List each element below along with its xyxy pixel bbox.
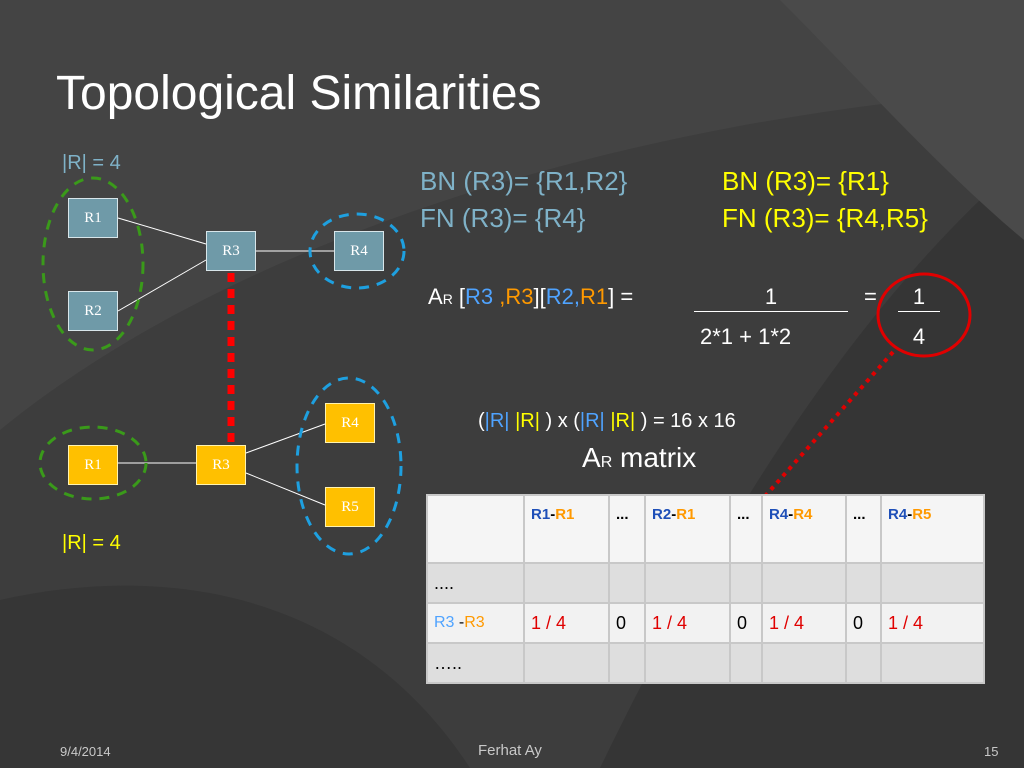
fn-right: FN (R3)= {R4,R5} xyxy=(722,203,928,233)
cell-r3r3-r2r1: 1 / 4 xyxy=(644,602,731,644)
formula-a: A xyxy=(428,284,443,309)
formula-open: [ xyxy=(452,284,466,309)
formula-equals: = xyxy=(864,284,877,309)
footer-page-number: 15 xyxy=(984,744,999,759)
bottom-node-r5: R5 xyxy=(325,487,375,527)
ms-p3: ) = 16 x 16 xyxy=(635,410,736,432)
matrix-size: (|R| |R| ) x (|R| |R| ) = 16 x 16 xyxy=(478,410,736,433)
mt-rest: matrix xyxy=(612,442,697,473)
formula-comma: , xyxy=(493,284,506,309)
header-r1-r1: R1-R1 xyxy=(523,494,610,564)
bn-ellipse-top xyxy=(41,176,145,352)
formula-r3-a: R3 xyxy=(465,284,494,309)
mt-sub: R xyxy=(600,454,613,471)
bn-left: BN (R3)= {R1,R2} xyxy=(420,166,628,196)
formula-denominator: 2*1 + 1*2 xyxy=(700,324,792,349)
header-r2-r1: R2-R1 xyxy=(644,494,731,564)
edge-bottom-r3-r4 xyxy=(245,423,326,454)
header-r4-r5: R4-R5 xyxy=(880,494,985,564)
ar-matrix-table: R1-R1 ... R2-R1 ... R4-R4 ... R4-R5 ....… xyxy=(426,494,985,684)
formula-r2: R2, xyxy=(545,284,581,309)
edge-top-r2-r3 xyxy=(117,259,207,312)
formula-a-sub: R xyxy=(442,291,453,307)
row-dots-label: .... xyxy=(426,562,525,604)
matrix-row-dots: .... xyxy=(426,562,985,604)
footer-author: Ferhat Ay xyxy=(478,742,542,759)
top-node-r1: R1 xyxy=(68,198,118,238)
ms-r-d: |R| xyxy=(610,410,636,432)
bn-right: BN (R3)= {R1} xyxy=(722,166,889,196)
matrix-row-r3-r3: R3 -R3 1 / 4 0 1 / 4 0 1 / 4 0 1 / 4 xyxy=(426,602,985,644)
ms-r-a: |R| xyxy=(484,410,510,432)
cell-r3r3-dots2: 0 xyxy=(729,602,763,644)
matrix-title: AR matrix xyxy=(582,442,696,474)
row-dots-end-label: ….. xyxy=(426,642,525,684)
cell-r3r3-r4r5: 1 / 4 xyxy=(880,602,985,644)
similarity-formula: AR [R3 ,R3][R2,R1] = xyxy=(428,284,633,310)
ms-r-b: |R| xyxy=(515,410,540,432)
bottom-node-r3: R3 xyxy=(196,445,246,485)
cell-r3r3-dots3: 0 xyxy=(845,602,882,644)
bottom-node-r1: R1 xyxy=(68,445,118,485)
page-title: Topological Similarities xyxy=(56,67,542,120)
mt-a: A xyxy=(582,442,601,473)
formula-r3-b: R3 xyxy=(505,284,534,309)
header-r4-r4: R4-R4 xyxy=(761,494,847,564)
header-dots-3: ... xyxy=(845,494,882,564)
result-highlight-circle xyxy=(876,272,972,358)
matrix-corner xyxy=(426,494,525,564)
edge-bottom-r3-r5 xyxy=(245,472,326,506)
header-dots-1: ... xyxy=(608,494,646,564)
cell-r3r3-r4r4: 1 / 4 xyxy=(761,602,847,644)
fn-ellipse-bottom xyxy=(295,376,403,556)
top-node-r4: R4 xyxy=(334,231,384,271)
top-node-r3: R3 xyxy=(206,231,256,271)
ms-r-c: |R| xyxy=(579,410,605,432)
top-node-r2: R2 xyxy=(68,291,118,331)
formula-numerator: 1 xyxy=(694,284,848,312)
edge-top-r1-r3 xyxy=(117,217,207,245)
matrix-header-row: R1-R1 ... R2-R1 ... R4-R4 ... R4-R5 xyxy=(426,494,985,564)
formula-r1: R1 xyxy=(580,284,609,309)
footer-date: 9/4/2014 xyxy=(60,744,111,759)
bottom-node-r4: R4 xyxy=(325,403,375,443)
matrix-row-dots-end: ….. xyxy=(426,642,985,684)
ms-p2: ) x ( xyxy=(539,410,580,432)
ms-p1: ( xyxy=(478,410,485,432)
cell-r3r3-dots1: 0 xyxy=(608,602,646,644)
formula-result-num: 1 xyxy=(898,284,940,312)
fn-left: FN (R3)= {R4} xyxy=(420,203,586,233)
formula-result-den: 4 xyxy=(912,324,926,349)
cell-r3r3-r1r1: 1 / 4 xyxy=(523,602,610,644)
fn-ellipse-top xyxy=(308,212,406,290)
formula-mid: ][ xyxy=(533,284,546,309)
formula-close: ] = xyxy=(608,284,634,309)
header-dots-2: ... xyxy=(729,494,763,564)
top-r-count: |R| = 4 xyxy=(62,152,121,174)
row-r3-r3-label: R3 -R3 xyxy=(426,602,525,644)
bn-ellipse-bottom xyxy=(38,425,148,501)
bottom-r-count: |R| = 4 xyxy=(62,532,121,554)
